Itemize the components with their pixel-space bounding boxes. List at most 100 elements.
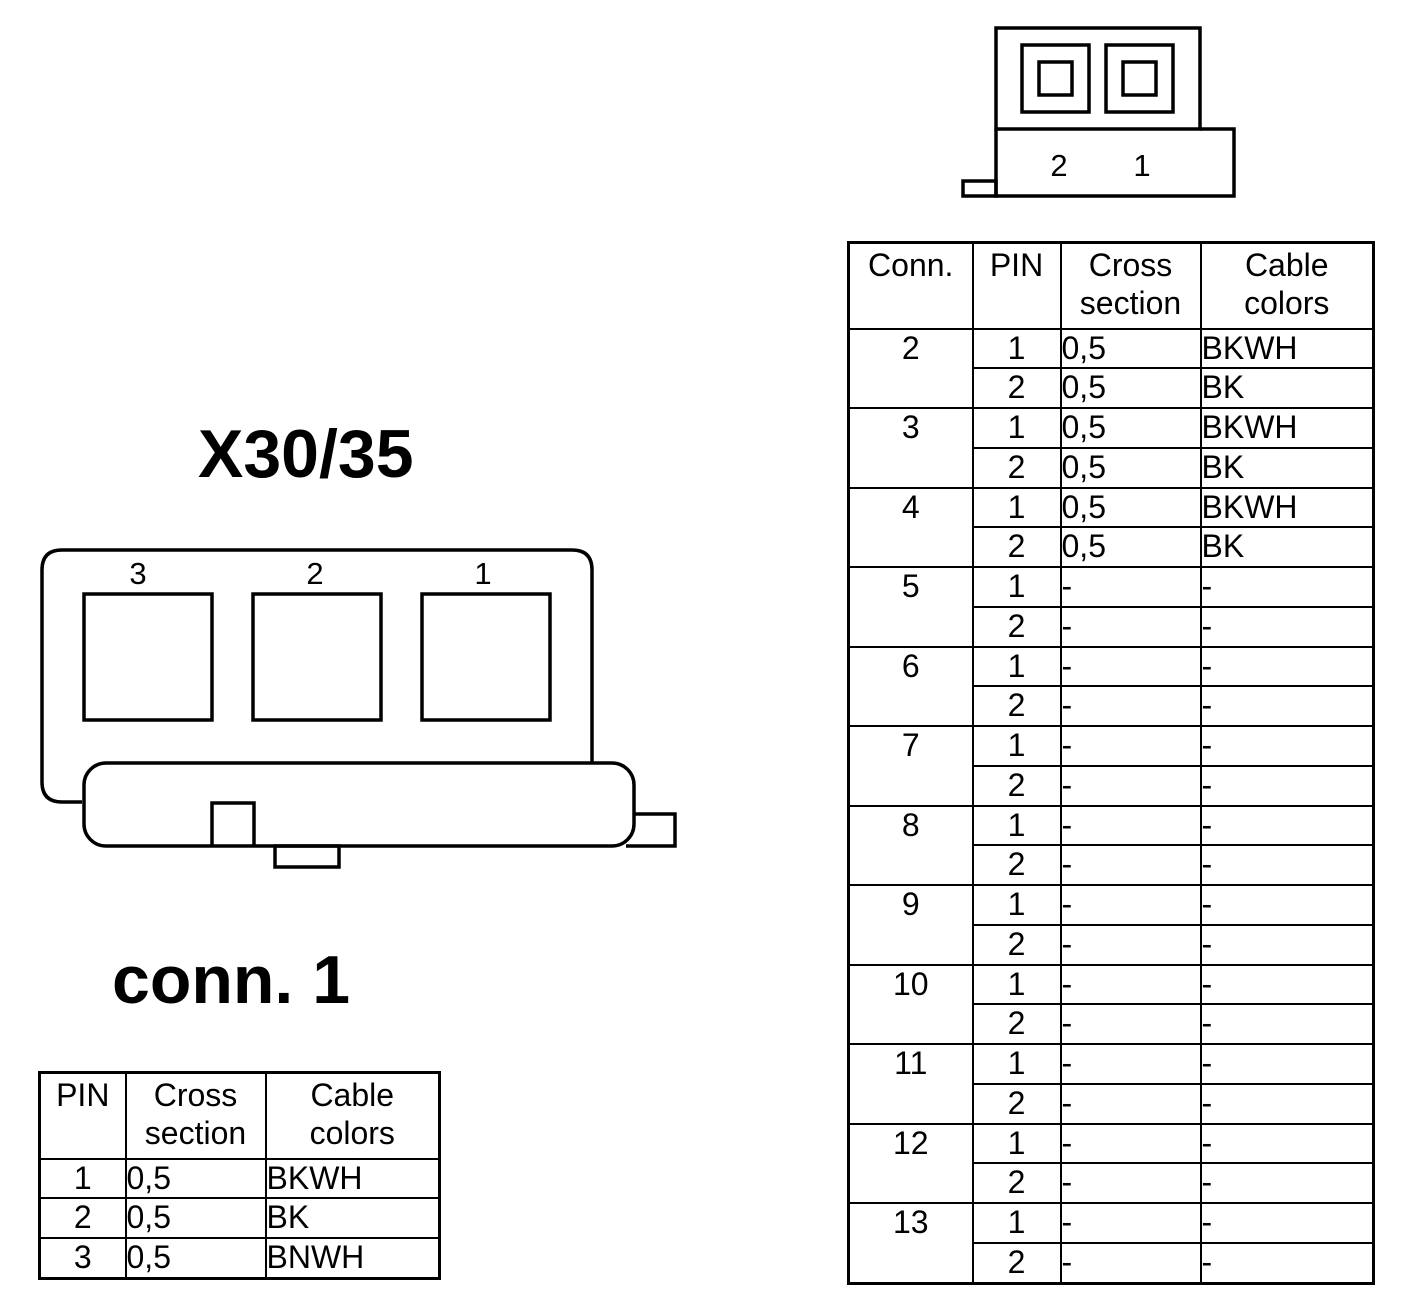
pin-cell: 1 <box>971 884 1062 926</box>
pin-cell: 1 <box>971 407 1062 449</box>
cable-color-cell: - <box>1199 605 1375 648</box>
cross-section-cell: - <box>1059 1003 1202 1045</box>
cross-section-cell: - <box>1059 923 1202 966</box>
cross-section-cell: 0,5 <box>124 1236 267 1280</box>
cross-section-cell: - <box>1059 844 1202 886</box>
cable-color-cell: - <box>1199 1082 1375 1125</box>
header-line: section <box>144 1115 247 1152</box>
cross-section-cell: - <box>1059 764 1202 807</box>
header-cross-section: Cross section <box>1059 241 1202 330</box>
cable-color-cell: - <box>1199 884 1375 926</box>
header-pin: PIN <box>971 241 1062 330</box>
cable-color-cell: - <box>1199 1122 1375 1165</box>
pin-cell: 2 <box>971 844 1062 886</box>
pin-cell: 2 <box>971 446 1062 489</box>
pin-cell: 2 <box>971 1082 1062 1125</box>
table-row: 3 0,5 BNWH <box>38 1236 441 1280</box>
cross-section-cell: - <box>1059 1043 1202 1085</box>
cable-color-cell: - <box>1199 645 1375 688</box>
cross-section-cell: - <box>1059 645 1202 688</box>
pin-cell: 2 <box>971 605 1062 648</box>
header-line: Cable <box>1244 247 1329 283</box>
conn-cell: 5 <box>847 566 974 648</box>
header-line: Cross <box>1088 247 1173 283</box>
conn-cell: 2 <box>847 327 974 409</box>
two-pin-plug-drawing <box>961 26 1236 198</box>
cross-section-cell: 0,5 <box>1059 327 1202 370</box>
table-row: 2-- <box>849 1082 1375 1125</box>
cross-section-cell: 0,5 <box>1059 486 1202 529</box>
plug-pin-number: 1 <box>1133 148 1150 183</box>
pin-cell: 1 <box>971 566 1062 608</box>
pin-cell: 2 <box>971 685 1062 727</box>
header-pin-label: PIN <box>989 247 1044 283</box>
pin-cell: 3 <box>38 1236 127 1280</box>
table-row: 2-- <box>849 1162 1375 1204</box>
header-line: section <box>1079 285 1182 322</box>
conn1-title: conn. 1 <box>112 942 351 1018</box>
table-row: 2-- <box>849 844 1375 886</box>
conn-cell: 4 <box>847 486 974 568</box>
pin-cell: 1 <box>971 804 1062 847</box>
plug-pin-inner-1 <box>1121 60 1158 97</box>
cross-section-cell: - <box>1059 566 1202 608</box>
connector-pin-number: 3 <box>129 556 146 591</box>
header-conn-label: Conn. <box>868 247 954 283</box>
plug-pin-cavity-2 <box>1020 43 1091 114</box>
plug-pin-inner-2 <box>1037 60 1074 97</box>
cross-section-cell: - <box>1059 963 1202 1006</box>
conn1-pin-table: PIN Cross section Cable colors 1 0,5 BKW… <box>38 1071 441 1280</box>
table-row: 2 0,5 BK <box>38 1197 441 1239</box>
cable-color-cell: - <box>1199 1202 1375 1244</box>
header-pin: PIN <box>38 1071 127 1160</box>
cable-color-cell: - <box>1199 685 1375 727</box>
header-pin-label: PIN <box>56 1077 110 1113</box>
header-cable-colors: Cable colors <box>1199 241 1375 330</box>
header-line: colors <box>1244 285 1330 322</box>
pin-cell: 1 <box>971 486 1062 529</box>
pin-cell: 2 <box>971 1003 1062 1045</box>
connector-pin-number: 2 <box>306 556 323 591</box>
pin-cell: 2 <box>971 367 1062 409</box>
cross-section-cell: 0,5 <box>1059 367 1202 409</box>
cross-section-cell: - <box>1059 605 1202 648</box>
header-cross-section: Cross section <box>124 1071 267 1160</box>
plug-pin-number: 2 <box>1050 148 1067 183</box>
cable-color-cell: BKWH <box>264 1157 441 1200</box>
cable-color-cell: BK <box>264 1197 441 1239</box>
connector-pin-cavity-1 <box>420 592 552 722</box>
cable-color-cell: BK <box>1199 526 1375 568</box>
header-conn: Conn. <box>847 241 974 330</box>
header-line: Cross <box>153 1077 238 1113</box>
cable-color-cell: BK <box>1199 446 1375 489</box>
cable-color-cell: - <box>1199 844 1375 886</box>
table-row: 1 0,5 BKWH <box>38 1157 441 1200</box>
connector-title: X30/35 <box>198 416 414 492</box>
cross-section-cell: - <box>1059 884 1202 926</box>
cable-color-cell: BKWH <box>1199 327 1375 370</box>
pin-cell: 1 <box>38 1157 127 1200</box>
cable-color-cell: - <box>1199 1043 1375 1085</box>
cross-section-cell: 0,5 <box>124 1157 267 1200</box>
conn-cell: 10 <box>847 963 974 1045</box>
cable-color-cell: BK <box>1199 367 1375 409</box>
header-cable-colors: Cable colors <box>264 1071 441 1160</box>
header-line: Cable <box>310 1077 395 1113</box>
pin-cell: 1 <box>971 1122 1062 1165</box>
cross-section-cell: 0,5 <box>1059 407 1202 449</box>
pin-cell: 2 <box>971 526 1062 568</box>
cable-color-cell: BKWH <box>1199 486 1375 529</box>
cable-color-cell: - <box>1199 804 1375 847</box>
cross-section-cell: 0,5 <box>1059 526 1202 568</box>
table-row: 2-- <box>849 685 1375 727</box>
cable-color-cell: - <box>1199 963 1375 1006</box>
pin-cell: 1 <box>971 725 1062 767</box>
